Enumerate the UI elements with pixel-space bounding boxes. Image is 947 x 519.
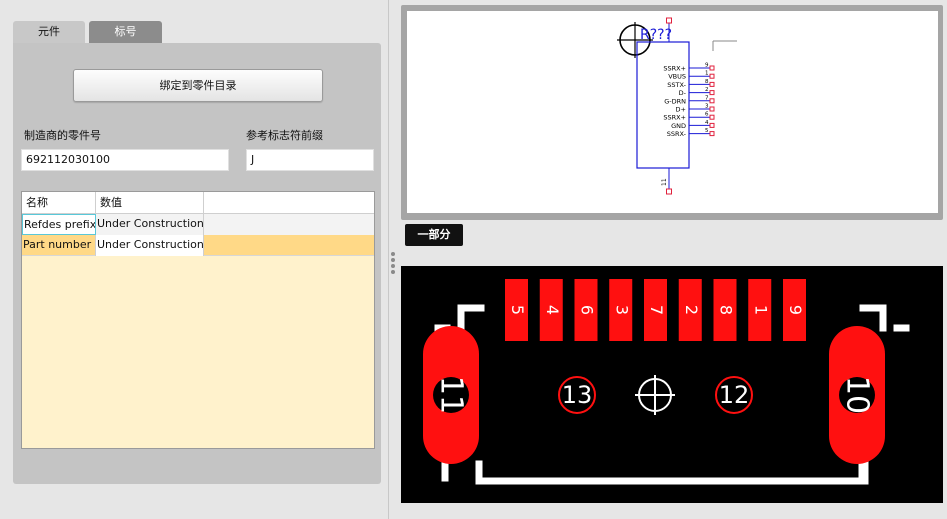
cell-name[interactable]: Refdes prefix: [22, 214, 96, 235]
bind-to-catalog-button[interactable]: 绑定到零件目录: [73, 69, 323, 102]
pad-number: 2: [682, 305, 701, 315]
pin-number: 4: [705, 120, 709, 126]
mfr-part-label: 制造商的零件号: [24, 129, 101, 142]
smd-pad: 7: [644, 279, 667, 341]
smd-pad: 4: [539, 279, 563, 341]
pad-number: 7: [647, 305, 666, 315]
pin-name: D+: [676, 106, 686, 114]
pin-name: VBUS: [668, 73, 686, 81]
mounting-pad-right: 10: [829, 326, 885, 464]
mfr-part-field[interactable]: 692112030100: [21, 149, 229, 171]
schematic-pin: VBUS 1: [668, 71, 715, 81]
schematic-pin: SSRX+ 6: [663, 112, 715, 122]
cell-name[interactable]: Part number: [22, 235, 96, 256]
schematic-pin: SSTX- 8: [667, 79, 715, 89]
pad-number: 5: [508, 305, 527, 315]
svg-text:12: 12: [719, 381, 750, 409]
pin-name: D-: [679, 89, 687, 97]
cell-blank: [204, 235, 374, 256]
property-grid: 名称 数值 Refdes prefix Under Construction P…: [21, 191, 375, 449]
table-row[interactable]: Part number Under Construction: [22, 235, 374, 256]
properties-panel: 元件 标号 绑定到零件目录 制造商的零件号 692112030100 参考标志符…: [0, 0, 389, 519]
refdes-prefix-label: 参考标志符前缀: [246, 129, 323, 142]
smd-pad: 3: [609, 279, 633, 341]
pin-number: 9: [705, 63, 709, 69]
cell-value[interactable]: Under Construction: [96, 214, 204, 235]
pin-number: 2: [705, 87, 709, 93]
tab-label[interactable]: 标号: [89, 21, 162, 43]
pin-name: SSRX+: [663, 65, 686, 73]
schematic-pin: D- 2: [679, 87, 715, 97]
svg-text:13: 13: [562, 381, 593, 409]
column-header-blank: [204, 192, 374, 214]
via-13: 13: [558, 376, 596, 414]
tab-content: 绑定到零件目录 制造商的零件号 692112030100 参考标志符前缀 J 名…: [13, 43, 381, 484]
smd-pad: 2: [678, 279, 702, 341]
grip-dot: [391, 252, 395, 256]
pad-number: 8: [717, 305, 736, 315]
grid-header: 名称 数值: [22, 192, 374, 214]
grip-dot: [391, 270, 395, 274]
smd-pad: 9: [783, 279, 806, 341]
pin-name: SSRX-: [667, 130, 687, 138]
smd-pad: 5: [505, 279, 528, 341]
smd-pad: 8: [713, 279, 737, 341]
schematic-pin: GND 4: [671, 120, 715, 130]
via-12: 12: [715, 376, 753, 414]
pin-number: 1: [705, 71, 709, 77]
pin-number: 8: [705, 79, 709, 85]
panel-splitter[interactable]: [389, 0, 397, 519]
schematic-pin: SSRX+ 9: [663, 63, 715, 73]
cell-blank: [204, 214, 374, 235]
pin-number-bottom: 11: [661, 178, 668, 186]
tab-component[interactable]: 元件: [13, 21, 85, 43]
schematic-pin: G-DRN 7: [664, 95, 715, 105]
pin-number: 3: [705, 104, 709, 110]
part-selector-button[interactable]: 一部分: [405, 224, 463, 246]
origin-marker: [617, 22, 737, 58]
pad-group: 5 4 6 3 7 2 8 1 9: [505, 279, 806, 341]
svg-text:11: 11: [434, 376, 469, 414]
grip-dot: [391, 264, 395, 268]
table-row[interactable]: Refdes prefix Under Construction: [22, 214, 374, 235]
pin-name: G-DRN: [664, 97, 686, 105]
pad-number: 1: [751, 305, 770, 315]
footprint-drawing: 11 10 13 12: [423, 279, 910, 485]
svg-text:10: 10: [840, 376, 875, 414]
silkscreen-outline: [434, 304, 910, 485]
mounting-pad-left: 11: [423, 326, 479, 464]
column-header-name[interactable]: 名称: [22, 192, 96, 214]
pin-name: SSTX-: [667, 81, 686, 89]
symbol-body: [636, 41, 690, 169]
pin-number: 7: [705, 95, 709, 101]
pin-number: 6: [705, 112, 709, 118]
center-crosshair: [635, 375, 675, 415]
smd-pad: 1: [748, 279, 772, 341]
column-header-value[interactable]: 数值: [96, 192, 204, 214]
refdes-text: R???: [640, 27, 672, 43]
grip-dot: [391, 258, 395, 262]
pad-number: 6: [578, 305, 597, 315]
smd-pad: 6: [574, 279, 598, 341]
pad-number: 3: [612, 305, 631, 315]
schematic-pin: D+ 3: [676, 104, 715, 114]
pad-number: 4: [543, 305, 562, 315]
pin-name: SSRX+: [663, 114, 686, 122]
pin-number: 5: [705, 128, 709, 134]
footprint-canvas[interactable]: 11 10 13 12: [401, 266, 943, 503]
schematic-pin: SSRX- 5: [667, 128, 715, 138]
pad-number: 9: [786, 305, 805, 315]
pin-name: GND: [671, 122, 686, 130]
cell-value[interactable]: Under Construction: [96, 235, 204, 256]
refdes-prefix-field[interactable]: J: [246, 149, 374, 171]
